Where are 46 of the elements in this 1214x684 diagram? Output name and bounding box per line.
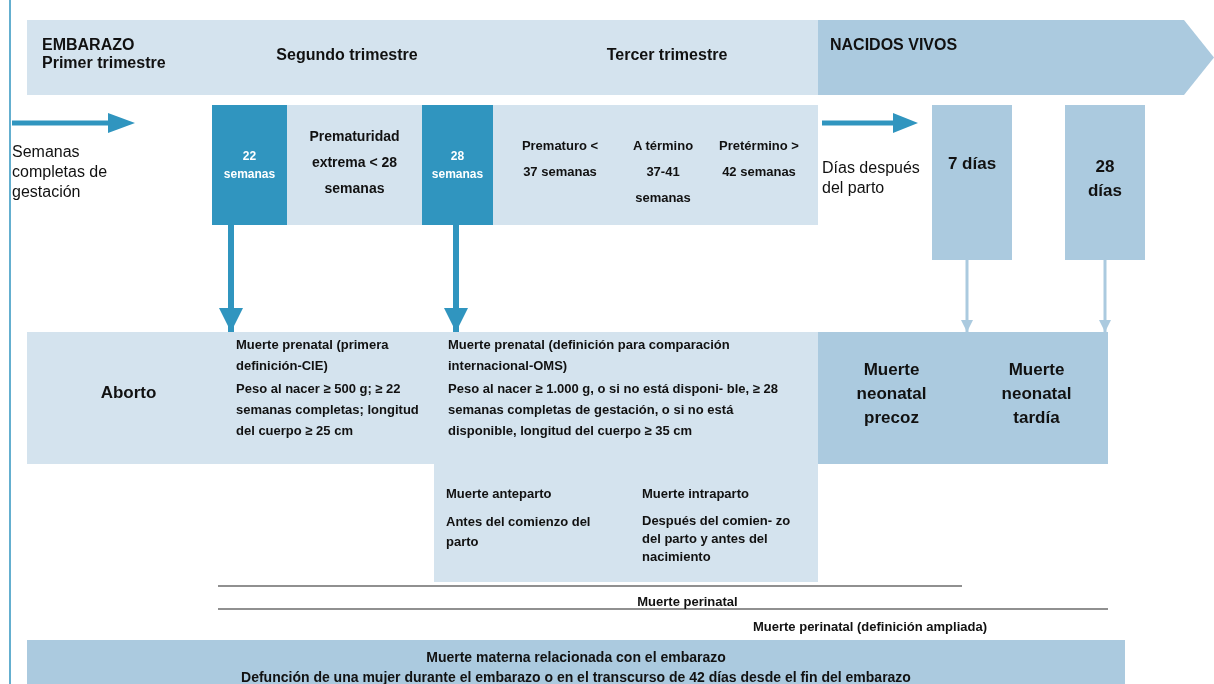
category-box — [287, 105, 422, 225]
body-text: Pretérmino > 42 semanas — [718, 137, 800, 181]
category-box — [965, 332, 1108, 464]
arrow — [1099, 260, 1111, 332]
heading-text: Muerte prenatal (definición para comparación internacional-OMS) — [448, 336, 731, 375]
span-label: Muerte perinatal — [636, 594, 739, 610]
body-text: Peso al nacer ≥ 1.000 g, o si no está disponi- ble, ≥ 28 semanas completas de gestación, o si no está disponible, longitud del cuerpo ≥ 35 cm — [448, 380, 778, 440]
label-text: Aborto — [99, 384, 158, 402]
arrow — [219, 225, 243, 332]
body-text: Antes del comienzo del parto — [446, 513, 592, 551]
label-text: NACIDOS VIVOS — [830, 36, 959, 54]
label-text: Muerte neonatal tardía — [1000, 359, 1073, 429]
heading-text: Prematuro < 37 semanas — [520, 137, 600, 181]
axis-label: Semanas completas de gestación — [12, 142, 109, 202]
label-text: 28 semanas — [430, 148, 485, 183]
heading-text: Muerte intraparto — [642, 485, 750, 503]
body-text: Defunción de una mujer durante el embarazo o en el transcurso de 42 días desde el fin del embarazo — [240, 668, 912, 684]
label-text: Muerte neonatal precoz — [855, 359, 928, 429]
label-text: 7 días — [946, 155, 998, 173]
label-text: 28 días — [1087, 156, 1123, 202]
timeline-band — [27, 20, 818, 95]
week-marker — [422, 105, 493, 225]
body-text: A término 37-41 semanas — [631, 137, 695, 207]
body-text: Segundo trimestre — [275, 46, 419, 64]
body-text: Peso al nacer ≥ 500 g; ≥ 22 semanas completas; longitud del cuerpo ≥ 25 cm — [236, 380, 420, 440]
arrow — [444, 225, 468, 332]
category-box — [818, 332, 965, 464]
arrow — [961, 260, 973, 332]
category-box — [493, 105, 818, 225]
span-label: Muerte perinatal (definición ampliada) — [751, 619, 988, 635]
label-text: Prematuridad extrema < 28 semanas — [309, 127, 400, 198]
category-box — [27, 332, 230, 464]
body-text: Tercer trimestre — [605, 46, 729, 64]
label-text: 22 semanas — [222, 148, 277, 183]
week-marker — [212, 105, 287, 225]
day-marker — [932, 105, 1012, 260]
category-box — [27, 640, 1125, 684]
heading-text: EMBARAZO Primer trimestre — [42, 36, 167, 72]
heading-text: Muerte anteparto — [446, 485, 553, 503]
day-marker — [1065, 105, 1145, 260]
category-box — [434, 332, 818, 582]
axis-label: Días después del parto — [822, 158, 921, 198]
heading-text: Muerte prenatal (primera definición-CIE) — [236, 336, 390, 375]
heading-text: Muerte materna relacionada con el embarazo — [425, 648, 727, 666]
timeline-arrow-band — [818, 20, 1214, 95]
body-text: Después del comien- zo del parto y antes del nacimiento — [642, 512, 792, 566]
